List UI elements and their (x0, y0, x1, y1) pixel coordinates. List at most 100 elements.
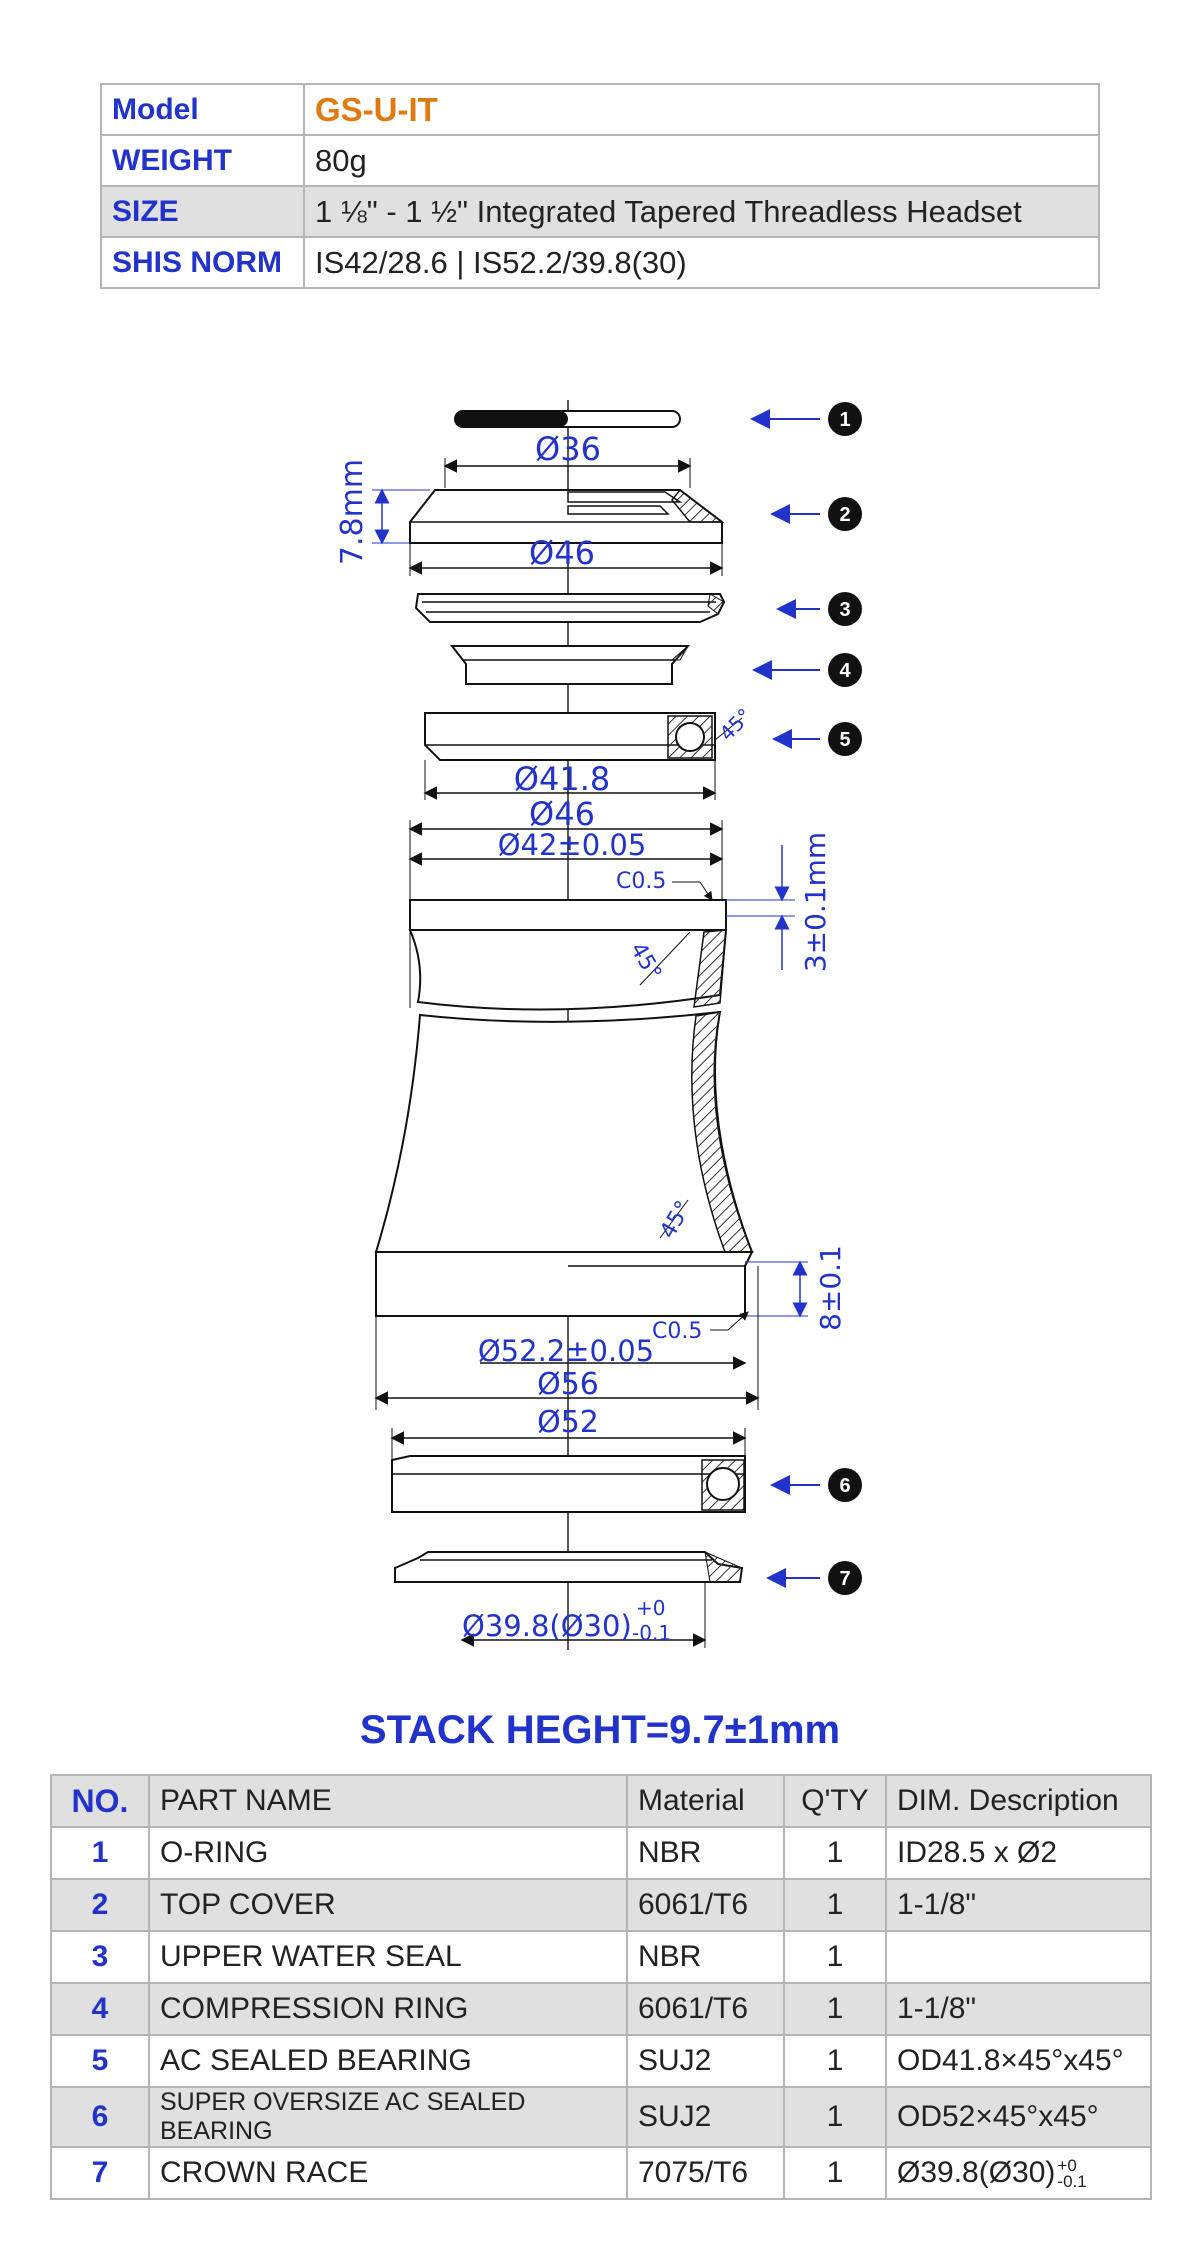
part-no: 4 (50, 1982, 150, 2036)
dim-d522: Ø52.2±0.05 (478, 1334, 654, 1368)
dim-h78: 7.8mm (335, 459, 370, 565)
part-material: SUJ2 (626, 2034, 785, 2088)
callout-2: 2 (770, 497, 862, 531)
part-qty: 1 (783, 2034, 887, 2088)
header-no: NO. (50, 1774, 150, 1828)
dim-h3: 3±0.1mm (799, 832, 832, 972)
tolerance-upper: +0 (636, 1596, 665, 1620)
part-no: 1 (50, 1826, 150, 1880)
part-name: SUPER OVERSIZE AC SEALED BEARING (148, 2086, 628, 2148)
spec-row-norm: SHIS NORM IS42/28.6 | IS52.2/39.8(30) (100, 236, 1100, 289)
part-dim: 1-1/8" (885, 1982, 1152, 2036)
spec-label: SIZE (100, 185, 305, 238)
dim-d56: Ø56 (537, 1367, 599, 1402)
table-row: 5 AC SEALED BEARING SUJ2 1 OD41.8×45°x45… (50, 2034, 1152, 2088)
headset-exploded-drawing: Ø36 7.8mm Ø46 45° Ø41.8 Ø46 Ø42±0.05 (335, 400, 862, 1650)
callout-4: 4 (752, 653, 862, 687)
part-ac-sealed-bearing (424, 712, 716, 761)
spec-row-size: SIZE 1 ⅛" - 1 ½" Integrated Tapered Thre… (100, 185, 1100, 238)
callout-6: 6 (770, 1468, 862, 1502)
table-row: 2 TOP COVER 6061/T6 1 1-1/8" (50, 1878, 1152, 1932)
part-qty: 1 (783, 1930, 887, 1984)
part-qty: 1 (783, 1982, 887, 2036)
callout-number: 7 (839, 1568, 850, 1590)
norm-value: IS42/28.6 | IS52.2/39.8(30) (303, 236, 1100, 289)
part-o-ring (454, 410, 681, 428)
part-material: 6061/T6 (626, 1878, 785, 1932)
spec-row-model: Model GS-U-IT (100, 83, 1100, 136)
dim-d46a: Ø46 (529, 534, 595, 572)
parts-table: NO. PART NAME Material Q'TY DIM. Descrip… (50, 1774, 1152, 2200)
part-name: UPPER WATER SEAL (148, 1930, 628, 1984)
part-super-oversize-bearing (391, 1455, 746, 1513)
chamfer-c05-bottom: C0.5 (652, 1319, 702, 1344)
part-dim: Ø39.8(Ø30) (897, 2155, 1056, 2189)
callout-number: 3 (839, 599, 850, 621)
part-dim: OD52×45°x45° (885, 2086, 1152, 2148)
dim-d46b: Ø46 (529, 795, 595, 833)
parts-header-row: NO. PART NAME Material Q'TY DIM. Descrip… (50, 1774, 1152, 1828)
dim-d36: Ø36 (535, 430, 601, 468)
part-name: CROWN RACE (148, 2146, 628, 2200)
part-material: NBR (626, 1930, 785, 1984)
callout-number: 6 (839, 1475, 850, 1497)
part-no: 5 (50, 2034, 150, 2088)
dim-d398: Ø39.8(Ø30) (462, 1609, 632, 1643)
part-dim: OD41.8×45°x45° (885, 2034, 1152, 2088)
size-value: 1 ⅛" - 1 ½" Integrated Tapered Threadles… (303, 185, 1100, 238)
part-no: 7 (50, 2146, 150, 2200)
spec-label: SHIS NORM (100, 236, 305, 289)
dim-d52: Ø52 (537, 1405, 599, 1440)
stack-height-title: STACK HEGHT=9.7±1mm (359, 1708, 841, 1752)
part-dim (885, 1930, 1152, 1984)
spec-label: WEIGHT (100, 134, 305, 187)
part-qty: 1 (783, 1826, 887, 1880)
callout-number: 1 (839, 409, 850, 431)
table-row: 1 O-RING NBR 1 ID28.5 x Ø2 (50, 1826, 1152, 1880)
part-name: COMPRESSION RING (148, 1982, 628, 2036)
part-no: 6 (50, 2086, 150, 2148)
dim-tol-down: -0.1 (1057, 2171, 1087, 2191)
dim-d42: Ø42±0.05 (498, 828, 647, 862)
part-top-cover (409, 488, 725, 544)
weight-value: 80g (303, 134, 1100, 187)
part-compression-ring (449, 645, 691, 685)
part-no: 2 (50, 1878, 150, 1932)
part-material: SUJ2 (626, 2086, 785, 2148)
callout-5: 5 (772, 722, 862, 756)
header-part-name: PART NAME (148, 1774, 628, 1828)
tolerance-lower: -0.1 (632, 1621, 671, 1645)
part-name: TOP COVER (148, 1878, 628, 1932)
frame-head-tube (374, 820, 754, 1317)
header-material: Material (626, 1774, 785, 1828)
table-row: 4 COMPRESSION RING 6061/T6 1 1-1/8" (50, 1982, 1152, 2036)
part-dim-tolerance: +0-0.1 (1057, 2155, 1087, 2191)
dim-d418: Ø41.8 (514, 760, 610, 798)
part-name: AC SEALED BEARING (148, 2034, 628, 2088)
spec-row-weight: WEIGHT 80g (100, 134, 1100, 187)
part-dim: ID28.5 x Ø2 (885, 1826, 1152, 1880)
part-material: 7075/T6 (626, 2146, 785, 2200)
spec-table: Model GS-U-IT WEIGHT 80g SIZE 1 ⅛" - 1 ½… (100, 83, 1100, 289)
callout-number: 2 (839, 504, 850, 526)
table-row: 7 CROWN RACE 7075/T6 1 Ø39.8(Ø30)+0-0.1 (50, 2146, 1152, 2200)
callout-1: 1 (750, 402, 862, 436)
part-no: 3 (50, 1930, 150, 1984)
part-qty: 1 (783, 2146, 887, 2200)
part-qty: 1 (783, 2086, 887, 2148)
part-dim-cell: Ø39.8(Ø30)+0-0.1 (885, 2146, 1152, 2200)
dim-tol-up: +0 (1057, 2155, 1077, 2175)
header-dim: DIM. Description (885, 1774, 1152, 1828)
spec-label: Model (100, 83, 305, 136)
chamfer-c05-top: C0.5 (616, 869, 666, 894)
part-name: O-RING (148, 1826, 628, 1880)
part-material: 6061/T6 (626, 1982, 785, 2036)
part-material: NBR (626, 1826, 785, 1880)
table-row: 6 SUPER OVERSIZE AC SEALED BEARING SUJ2 … (50, 2086, 1152, 2148)
callout-3: 3 (776, 592, 862, 626)
header-qty: Q'TY (783, 1774, 887, 1828)
part-crown-race (394, 1551, 744, 1583)
angle-45-bearing: 45° (715, 703, 757, 745)
part-upper-water-seal (414, 593, 726, 623)
callout-number: 4 (839, 660, 851, 682)
